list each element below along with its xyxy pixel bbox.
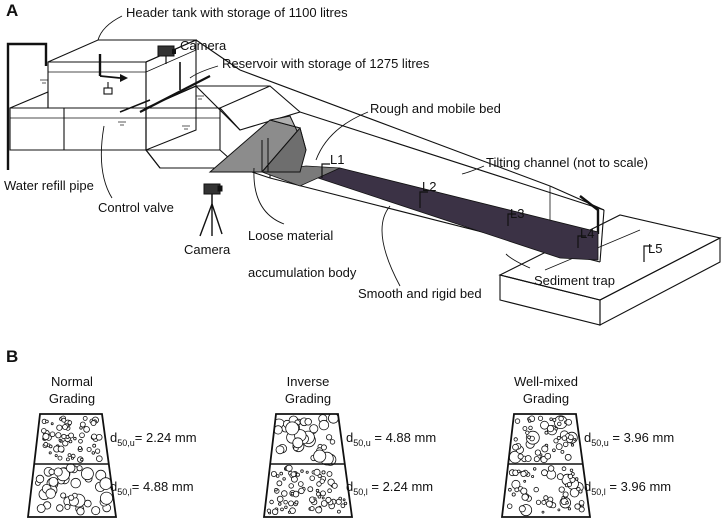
location-l1: L1: [330, 152, 344, 167]
particles: [35, 415, 114, 516]
label-reservoir: Reservoir with storage of 1275 litres: [222, 56, 430, 71]
panel-b-letter: B: [6, 347, 18, 366]
location-l4: L4: [580, 226, 594, 241]
camera-bottom-icon: [199, 183, 223, 237]
location-markers: [321, 163, 652, 262]
grading-column-outline: [262, 413, 354, 518]
label-rough-bed: Rough and mobile bed: [370, 101, 501, 116]
control-valve-icon: [103, 82, 113, 95]
water-level-marks: [40, 79, 204, 130]
location-l5: L5: [648, 241, 662, 256]
grading-subtitle: Grading: [523, 391, 569, 406]
label-loose-material-2: accumulation body: [248, 265, 357, 280]
location-l3: L3: [510, 206, 524, 221]
label-loose-material: Loose material: [248, 228, 333, 243]
grading-column-outline: [500, 413, 592, 518]
label-smooth-bed: Smooth and rigid bed: [358, 286, 482, 301]
lower-d50-label: d50,l= 4.88 mm: [110, 479, 194, 497]
location-l2: L2: [422, 179, 436, 194]
label-tilting-channel: Tilting channel (not to scale): [486, 155, 648, 170]
upper-d50-label: d50,u= 2.24 mm: [110, 430, 197, 448]
grading-title: Normal: [51, 374, 93, 389]
grading-subtitle: Grading: [49, 391, 95, 406]
flow-arrow-icon: [99, 74, 128, 82]
grading-title: Inverse: [287, 374, 330, 389]
grading-column-outline: [26, 413, 118, 518]
grading-title: Well-mixed: [514, 374, 578, 389]
particles: [507, 415, 585, 517]
panel-a-letter: A: [6, 1, 18, 20]
smooth-rigid-bed: [299, 167, 599, 261]
loose-material-body: [208, 115, 307, 173]
upper-d50-label: d50,u = 4.88 mm: [346, 430, 436, 448]
water-refill-pipe: [6, 42, 48, 170]
label-control-valve: Control valve: [98, 200, 174, 215]
label-camera-bottom: Camera: [184, 242, 231, 257]
particles: [266, 414, 348, 515]
pipes: [6, 42, 600, 234]
grading-subtitle: Grading: [285, 391, 331, 406]
leader-lines: [97, 15, 531, 287]
label-camera-top: Camera: [180, 38, 227, 53]
lower-d50-label: d50,l = 3.96 mm: [584, 479, 671, 497]
label-water-refill: Water refill pipe: [4, 178, 94, 193]
camera-top-icon: [157, 45, 176, 64]
upper-d50-label: d50,u = 3.96 mm: [584, 430, 674, 448]
label-header-tank: Header tank with storage of 1100 litres: [126, 5, 348, 20]
lower-d50-label: d50,l = 2.24 mm: [346, 479, 433, 497]
label-sediment-trap: Sediment trap: [534, 273, 615, 288]
